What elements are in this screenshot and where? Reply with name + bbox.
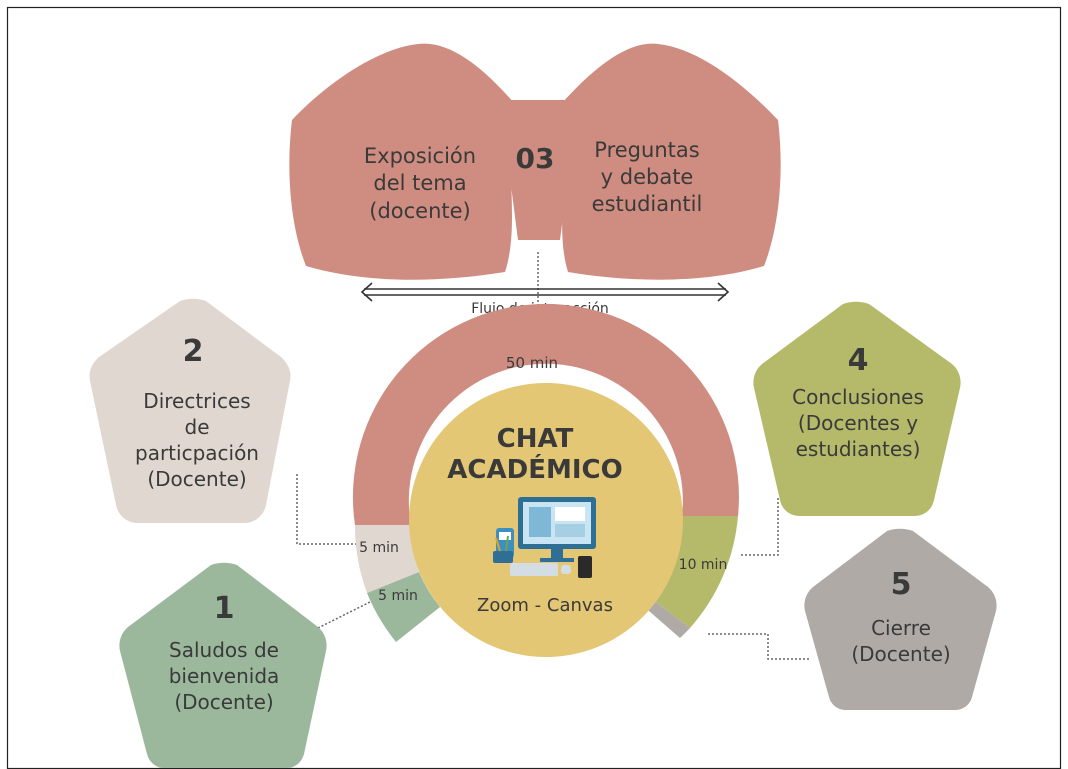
- step4-line2: (Docentes y: [798, 411, 918, 435]
- step1-line1: Saludos de: [169, 638, 279, 662]
- arc-label-main: 50 min: [506, 354, 558, 372]
- top-number: 03: [516, 142, 555, 175]
- ring-segment-grey: [641, 596, 690, 638]
- top-left-pentagon: [289, 43, 520, 280]
- connector-step2: [296, 474, 358, 545]
- ring-segment-green: [367, 572, 440, 642]
- step4-line3: estudiantes): [796, 437, 921, 461]
- step2-line2: de: [185, 415, 210, 439]
- center-title-line1: CHAT: [497, 424, 574, 454]
- top-right-line1: Preguntas: [594, 138, 699, 162]
- step2-pentagon: [89, 298, 291, 523]
- step2-line4: (Docente): [147, 467, 246, 491]
- step2-line3: particpación: [135, 441, 259, 465]
- top-left-line1: Exposición: [364, 144, 476, 168]
- top-right-line3: estudiantil: [592, 192, 703, 216]
- top-right-line2: y debate: [601, 165, 694, 189]
- step5-line2: (Docente): [851, 642, 950, 666]
- top-left-line3: (docente): [369, 199, 471, 223]
- step4-pentagon: [753, 301, 961, 516]
- step1-line3: (Docente): [174, 690, 273, 714]
- step5-number: 5: [891, 567, 912, 602]
- ring-segment-olive: [648, 516, 738, 628]
- top-left-line2: del tema: [373, 171, 466, 195]
- arc-label-green: 5 min: [378, 588, 418, 604]
- ring-segment-beige: [354, 525, 419, 593]
- step5-pentagon: [804, 528, 997, 710]
- arc-label-grey: 5 min: [359, 540, 399, 556]
- connector-step1: [317, 601, 371, 629]
- flow-arrow: [360, 282, 730, 302]
- ring-segment-main: [352, 303, 739, 525]
- arc-label-olive: 10 min: [679, 557, 728, 573]
- connector-step5: [708, 633, 810, 660]
- computer-desk-icon: [493, 497, 596, 578]
- top-joint: [500, 100, 578, 240]
- step1-line2: bienvenida: [169, 664, 280, 688]
- top-right-pentagon: [556, 43, 781, 280]
- step2-number: 2: [183, 334, 204, 369]
- step4-line1: Conclusiones: [792, 385, 924, 409]
- step4-number: 4: [848, 343, 869, 378]
- center-subtitle: Zoom - Canvas: [477, 595, 613, 616]
- step1-pentagon: [119, 562, 327, 768]
- step1-number: 1: [214, 591, 235, 626]
- step2-line1: Directrices: [143, 389, 250, 413]
- connector-step4: [741, 498, 779, 556]
- step5-line1: Cierre: [871, 616, 931, 640]
- center-title-line2: ACADÉMICO: [447, 453, 622, 485]
